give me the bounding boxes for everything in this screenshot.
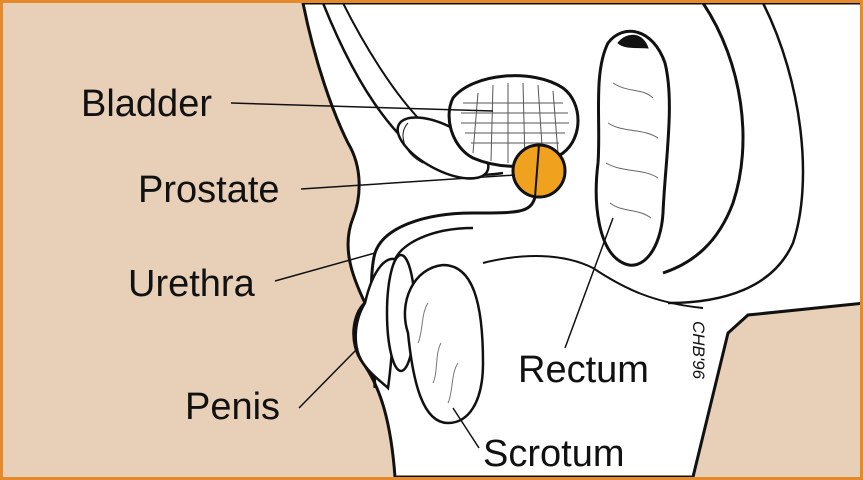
anatomy-illustration <box>3 3 860 477</box>
rectum-shape <box>596 31 669 265</box>
urethra-label: Urethra <box>128 265 255 303</box>
prostate-label: Prostate <box>138 171 280 209</box>
rectum-label: Rectum <box>518 351 649 389</box>
penis-leader <box>299 348 358 408</box>
penis-label: Penis <box>185 388 280 426</box>
bladder-label: Bladder <box>81 85 212 123</box>
body-silhouette <box>303 3 860 477</box>
scrotum-label: Scrotum <box>483 435 624 473</box>
artist-signature: CHB'96 <box>688 321 708 379</box>
